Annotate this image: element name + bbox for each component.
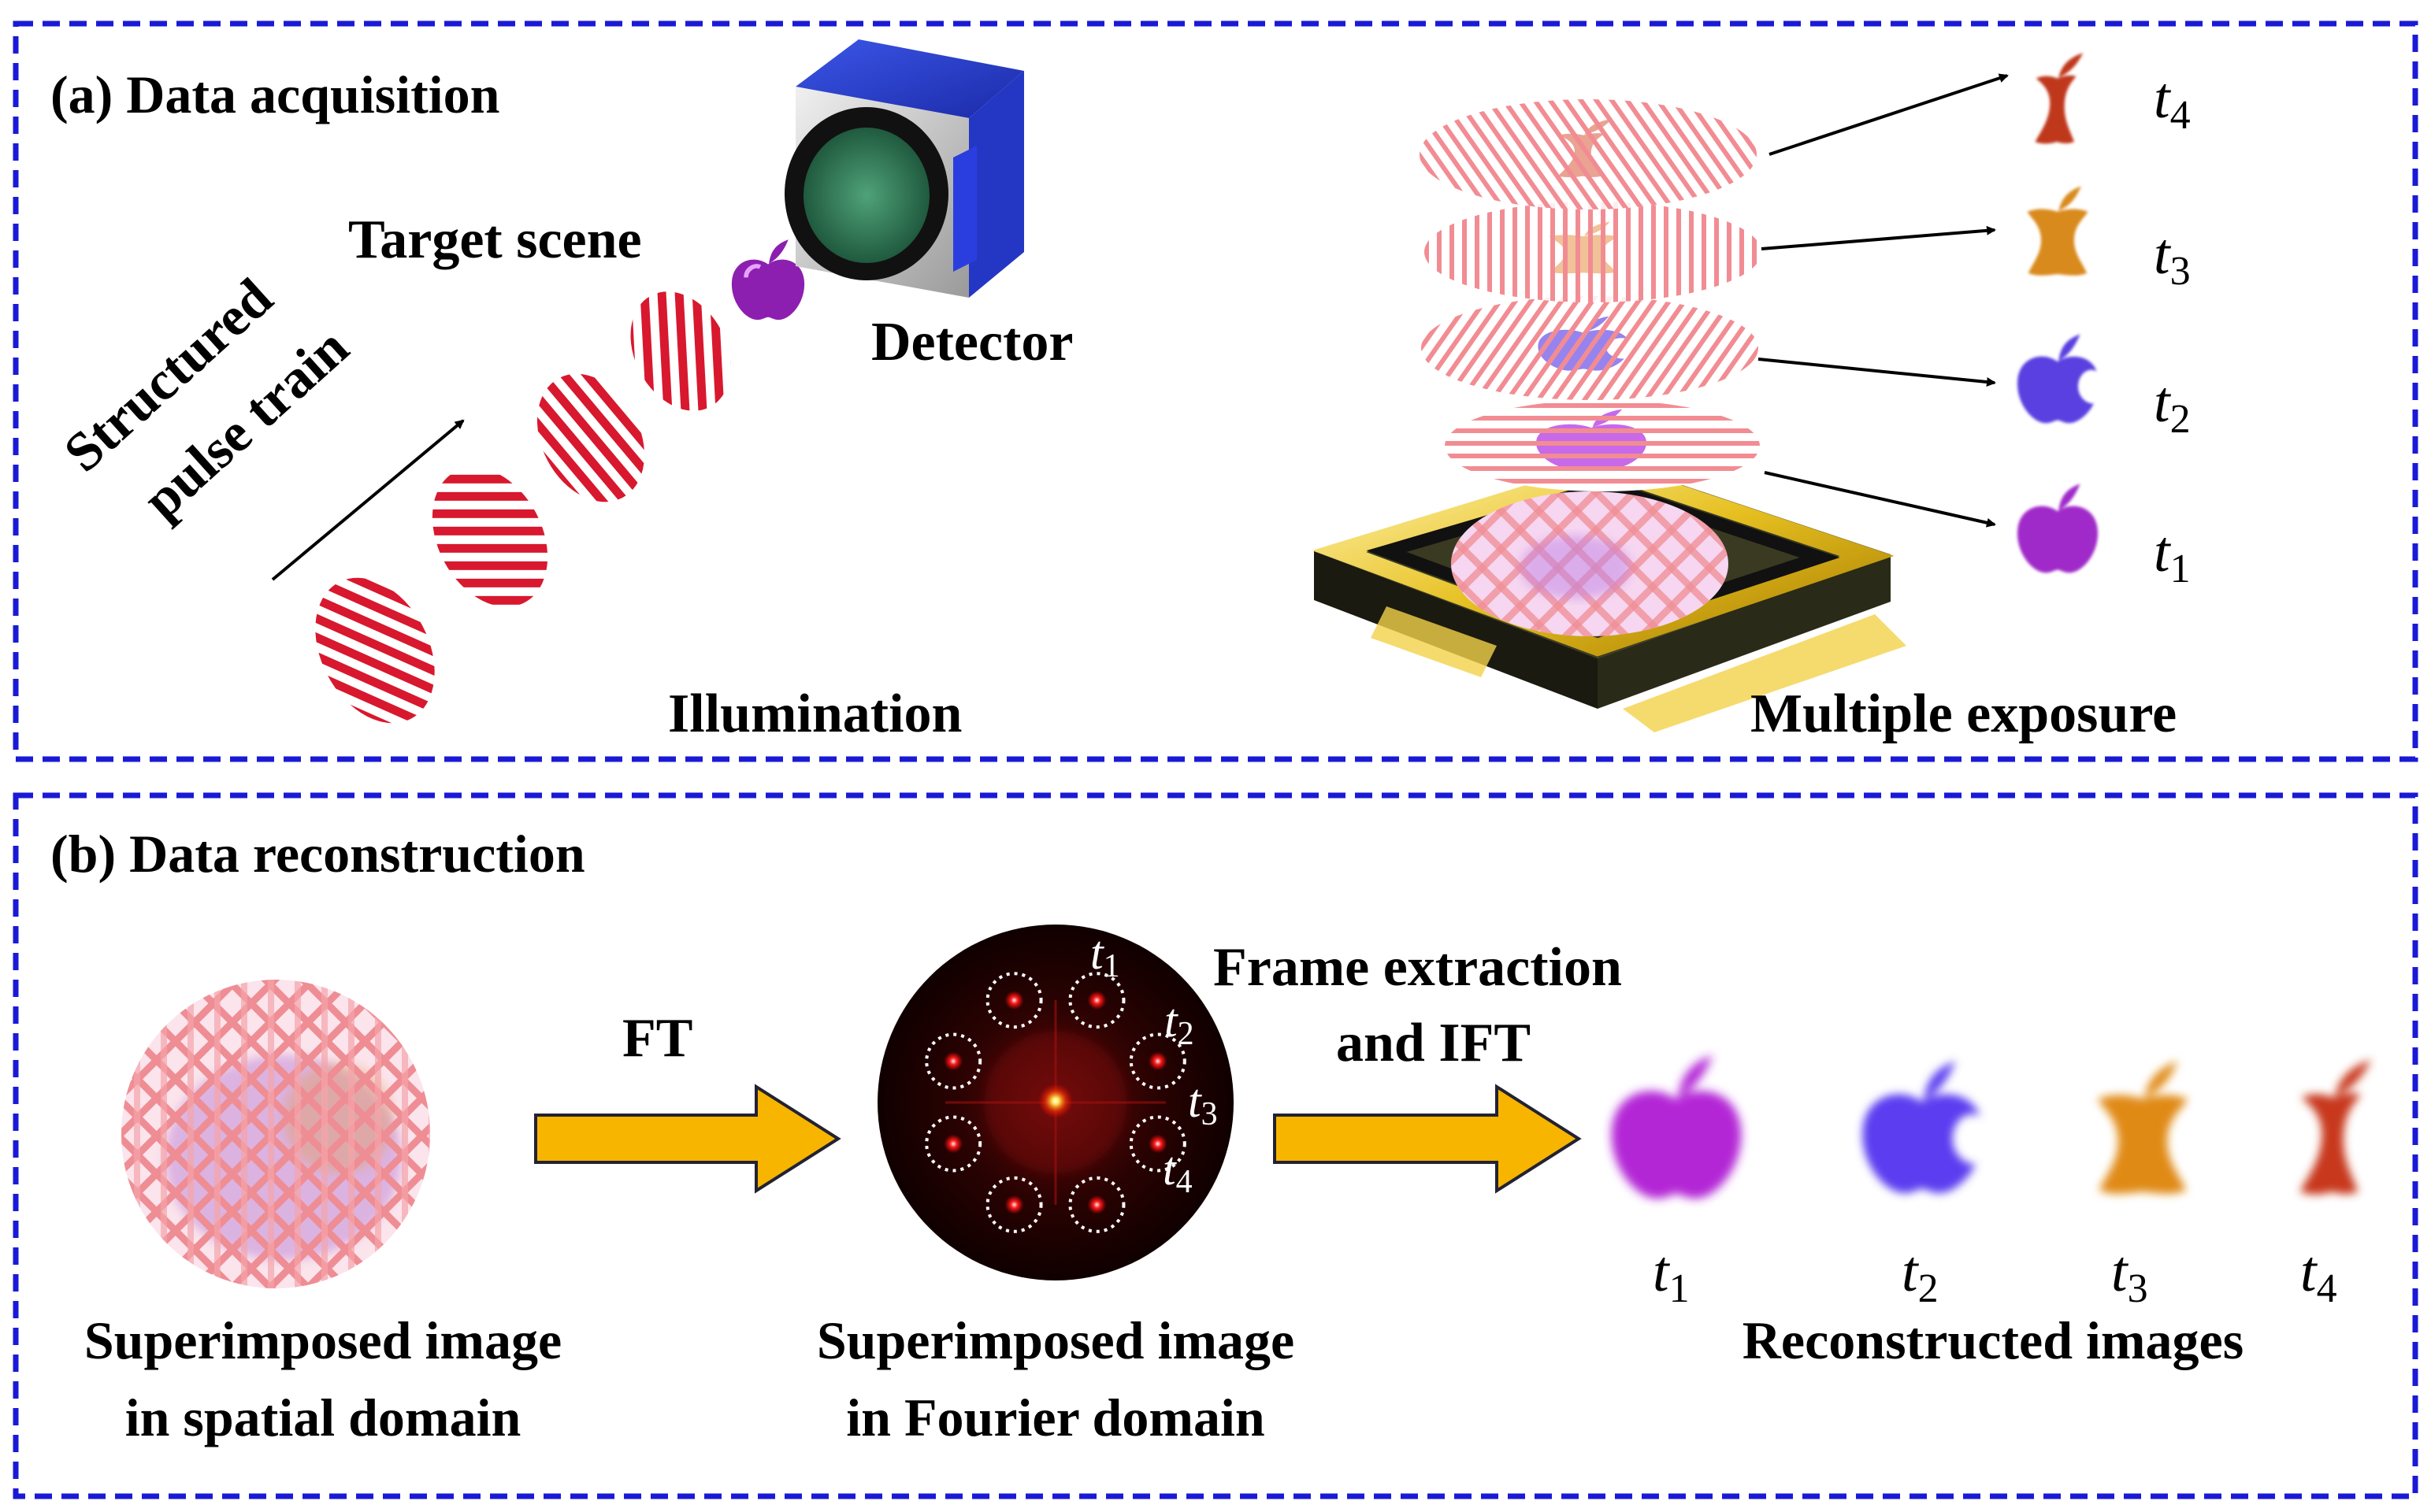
fourier-peak-dot (1148, 1051, 1167, 1071)
frame-extraction-label-2: and IFT (1336, 1013, 1531, 1073)
fourier-peak-ring (1068, 972, 1126, 1029)
frame-label-t1: t1 (2154, 520, 2191, 591)
fourier-peak-dot (1148, 1134, 1167, 1154)
fourier-label-t4: t4 (1163, 1143, 1193, 1200)
pulse-ellipse (630, 291, 731, 411)
detector-label: Detector (871, 312, 1074, 372)
exposure-disc-t3 (1424, 202, 1761, 302)
fourier-peak-dot (1087, 991, 1107, 1010)
panel-a-title: (a) Data acquisition (50, 65, 500, 124)
panel-a-frame (13, 20, 2418, 762)
fourier-peak-dot (1004, 991, 1024, 1010)
arrow-to-t4 (1769, 73, 2009, 156)
fourier-peaks (925, 972, 1186, 1233)
fourier-center-peak (1038, 1084, 1073, 1118)
frame-apple-t3-icon (2027, 186, 2088, 276)
reconstructed-label-t1: t1 (1653, 1240, 1690, 1311)
fourier-peak-ring (925, 1032, 982, 1090)
pulse-direction-arrow (271, 419, 465, 581)
fourier-peak-dot (944, 1134, 963, 1154)
frame-apple-t1-icon (2017, 484, 2099, 573)
pulse-ellipse (536, 373, 645, 502)
spatial-caption: Superimposed image in spatial domain (84, 1310, 562, 1447)
fourier-peak-dot (1087, 1195, 1107, 1214)
fourier-domain-image (878, 925, 1234, 1280)
reconstructed-apple-t4-icon (2299, 1059, 2371, 1195)
frame-label-t4: t4 (2154, 66, 2191, 138)
fourier-label-t2: t2 (1164, 995, 1194, 1052)
fourier-peak-dot (944, 1051, 963, 1071)
sensor-superimposed-pattern (1451, 491, 1728, 636)
fourier-peak-ring (985, 1176, 1043, 1233)
reconstructed-label-t4: t4 (2300, 1240, 2337, 1311)
reconstructed-label-t2: t2 (1902, 1240, 1939, 1311)
fourier-peak-ring (1068, 1176, 1126, 1233)
frame-label-t2: t2 (2154, 370, 2191, 442)
ft-label: FT (622, 1008, 693, 1069)
exposure-disc-t2 (1421, 296, 1758, 400)
structured-pulse-train (315, 291, 731, 724)
panel-b-title: (b) Data reconstruction (50, 824, 585, 884)
exposure-disc-t4 (1420, 99, 1757, 209)
reconstructed-apple-t3-icon (2097, 1061, 2188, 1194)
frame-apple-t2-icon (2017, 334, 2097, 424)
spatial-domain-image (121, 980, 430, 1288)
fourier-caption: Superimposed image in Fourier domain (816, 1310, 1295, 1447)
fourier-peak-ring (1129, 1115, 1186, 1173)
frame-extraction-arrow (1273, 1084, 1582, 1194)
fourier-label-t1: t1 (1090, 927, 1120, 984)
ft-arrow (534, 1084, 841, 1194)
exposure-disc-t1 (1445, 400, 1760, 491)
reconstructed-apple-t1-icon (1611, 1055, 1742, 1199)
fourier-peak-ring (925, 1115, 982, 1173)
illumination-label: Illumination (668, 684, 963, 744)
frame-apple-t4-icon (2035, 53, 2084, 144)
target-apple-icon (731, 239, 805, 321)
arrow-to-t2 (1757, 358, 1996, 387)
detector-camera-icon (785, 39, 1024, 298)
arrow-to-t1 (1764, 471, 1996, 528)
pulse-ellipse (315, 577, 435, 724)
fourier-label-t3: t3 (1188, 1075, 1218, 1132)
arrow-to-t3 (1761, 225, 1996, 250)
frame-label-t3: t3 (2154, 222, 2191, 294)
reconstructed-label-t3: t3 (2111, 1240, 2148, 1311)
reconstructed-caption: Reconstructed images (1742, 1310, 2244, 1370)
pulse-ellipse (432, 467, 548, 607)
frame-extraction-label-1: Frame extraction (1213, 937, 1622, 998)
target-scene-label: Target scene (348, 209, 642, 270)
panel-b-frame (13, 792, 2418, 1499)
fourier-peak-ring (985, 972, 1043, 1029)
fourier-peak-dot (1004, 1195, 1024, 1214)
reconstructed-apple-t2-icon (1862, 1061, 1980, 1194)
multiple-exposure-label: Multiple exposure (1750, 684, 2177, 744)
fourier-peak-ring (1129, 1032, 1186, 1090)
